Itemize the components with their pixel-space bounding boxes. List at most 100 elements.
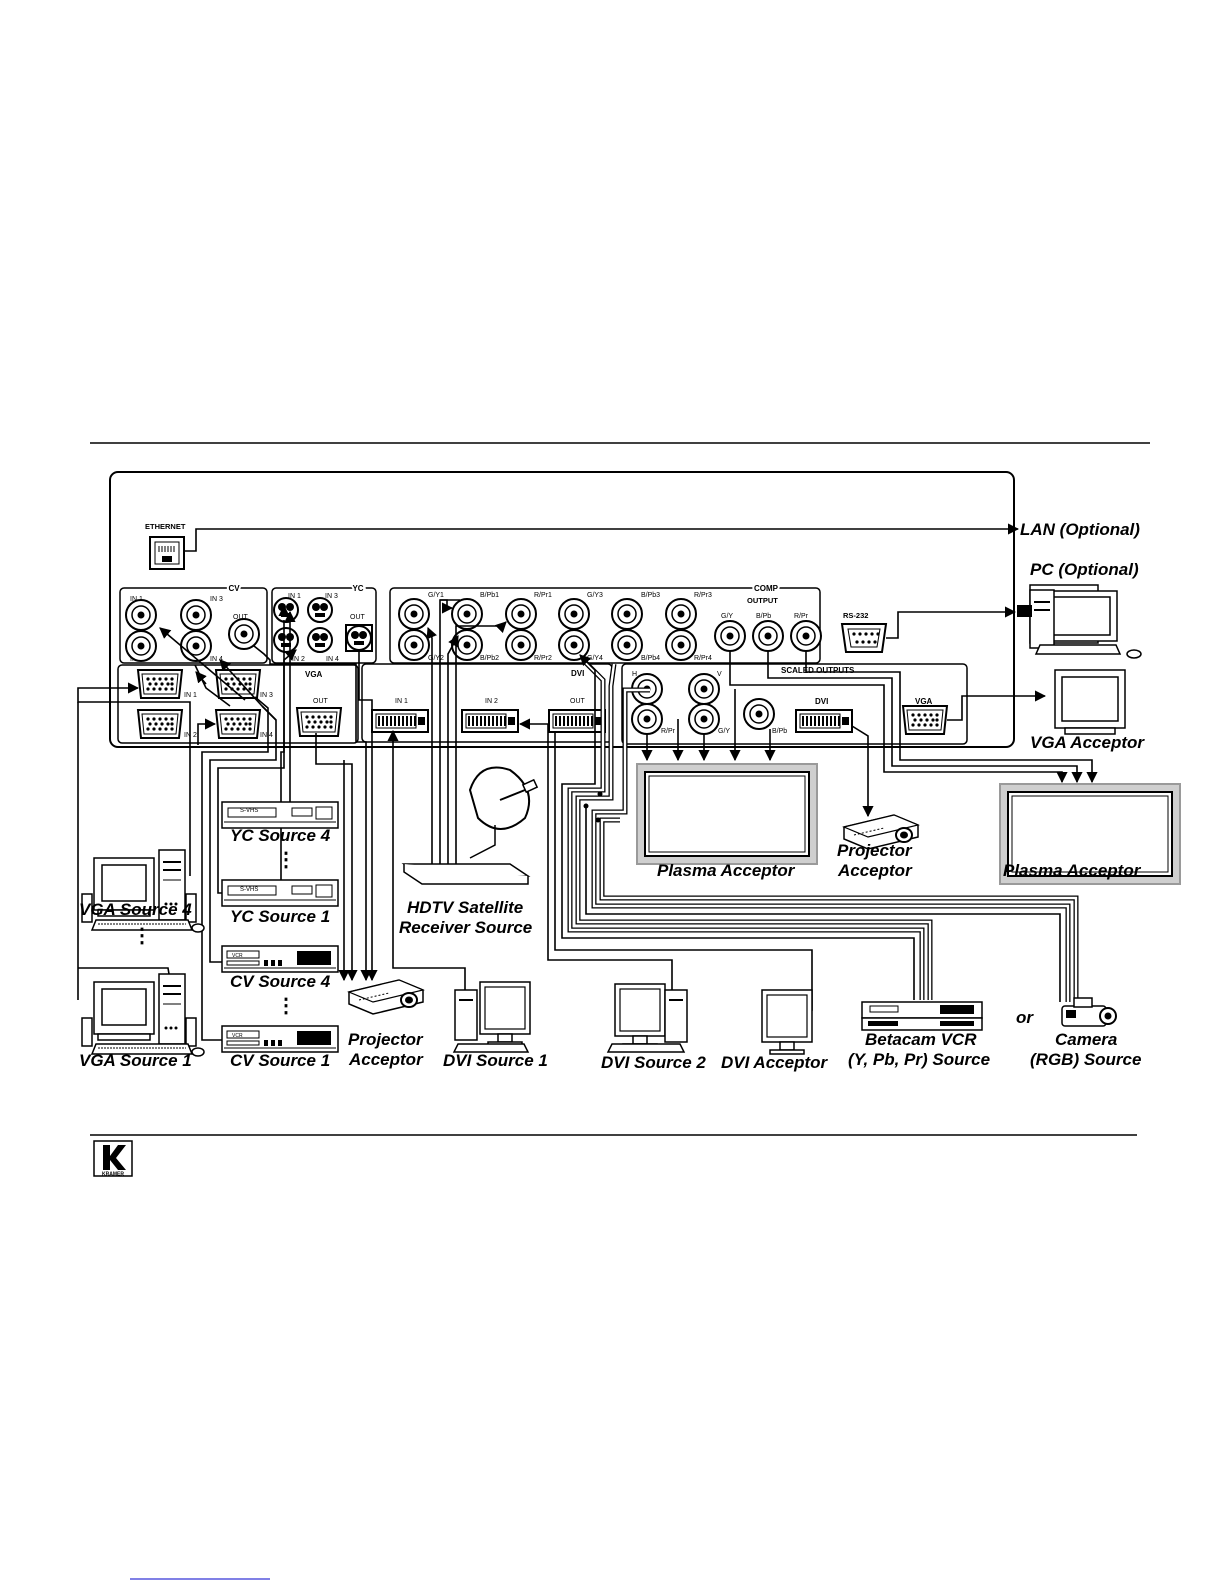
svg-text:ETHERNET: ETHERNET bbox=[145, 522, 186, 531]
cv-input-section: CV IN 1 IN 3 OUT IN 2 IN 4 bbox=[119, 582, 268, 664]
yc-input-section: YC IN 1 IN 3 OUT IN 2 IN 4 bbox=[271, 582, 377, 664]
label-yc-source-4: YC Source 4 bbox=[230, 826, 331, 845]
label-dvi-acceptor: DVI Acceptor bbox=[721, 1053, 829, 1072]
vga-in1-connector bbox=[137, 669, 183, 699]
svg-text:IN 4: IN 4 bbox=[210, 656, 223, 663]
svg-text:YC: YC bbox=[352, 584, 363, 593]
cv-in1-bnc bbox=[125, 599, 157, 631]
ellipsis-cv: ⋮ bbox=[276, 995, 296, 1017]
svg-text:R/Pr2: R/Pr2 bbox=[534, 655, 552, 662]
dvi-out-connector bbox=[548, 709, 606, 733]
svg-text:IN 4: IN 4 bbox=[260, 732, 273, 739]
comp-rpr2-bnc bbox=[505, 629, 537, 661]
label-projector-right-1: Projector bbox=[837, 841, 913, 860]
comp-bpb3-bnc bbox=[611, 598, 643, 630]
label-plasma-acceptor-1: Plasma Acceptor bbox=[657, 861, 796, 880]
svg-text:IN 1: IN 1 bbox=[395, 698, 408, 705]
svg-text:IN 3: IN 3 bbox=[325, 593, 338, 600]
label-vga-acceptor: VGA Acceptor bbox=[1030, 733, 1145, 752]
label-projector-left-1: Projector bbox=[348, 1030, 424, 1049]
svg-text:G/Y3: G/Y3 bbox=[587, 592, 603, 599]
svg-text:R/Pr: R/Pr bbox=[661, 728, 676, 735]
svg-text:OUT: OUT bbox=[233, 614, 249, 621]
svg-text:B/Pb2: B/Pb2 bbox=[480, 655, 499, 662]
label-cv-source-4: CV Source 4 bbox=[230, 972, 331, 991]
scaled-vga-connector bbox=[902, 705, 948, 735]
yc-source-1-vcr: S-VHS bbox=[221, 879, 339, 907]
kramer-logo: KRAMER bbox=[93, 1140, 133, 1178]
svg-text:IN 2: IN 2 bbox=[485, 698, 498, 705]
svg-text:VGA: VGA bbox=[915, 697, 933, 706]
scaled-gy-bnc bbox=[688, 703, 720, 735]
svg-text:B/Pb: B/Pb bbox=[772, 728, 787, 735]
label-hdtv-1: HDTV Satellite bbox=[407, 898, 523, 917]
svg-text:B/Pb1: B/Pb1 bbox=[480, 592, 499, 599]
svg-text:R/Pr: R/Pr bbox=[794, 613, 809, 620]
svg-text:IN 3: IN 3 bbox=[210, 596, 223, 603]
cv-in2-bnc bbox=[125, 630, 157, 662]
dvi-in2-connector bbox=[461, 709, 519, 733]
comp-rpr1-bnc bbox=[505, 598, 537, 630]
comp-out-rpr-bnc bbox=[790, 620, 822, 652]
svg-text:VCR: VCR bbox=[232, 953, 243, 959]
label-camera-2: (RGB) Source bbox=[1030, 1050, 1141, 1069]
label-yc-source-1: YC Source 1 bbox=[230, 907, 330, 926]
svg-text:G/Y: G/Y bbox=[721, 613, 733, 620]
svg-text:COMP: COMP bbox=[754, 584, 779, 593]
svg-text:G/Y: G/Y bbox=[718, 728, 730, 735]
vga-input-section: VGA IN 1 IN 3 IN 2 IN 4 OUT bbox=[117, 664, 359, 744]
label-hdtv-2: Receiver Source bbox=[399, 918, 532, 937]
svg-text:OUT: OUT bbox=[313, 698, 329, 705]
dvi-in1-connector bbox=[371, 709, 429, 733]
comp-rpr4-bnc bbox=[665, 629, 697, 661]
logo-text: KRAMER bbox=[102, 1172, 124, 1178]
comp-gy3-bnc bbox=[558, 598, 590, 630]
dvi-input-section: DVI IN 1 IN 2 OUT bbox=[361, 663, 613, 743]
label-vga-source-1: VGA Source 1 bbox=[79, 1051, 192, 1070]
yc-source-4-vcr: S-VHS bbox=[221, 801, 339, 829]
svg-text:R/Pr3: R/Pr3 bbox=[694, 592, 712, 599]
yc-in3-svideo bbox=[307, 597, 333, 623]
plasma-acceptor-1 bbox=[636, 763, 818, 865]
label-projector-right-2: Acceptor bbox=[837, 861, 913, 880]
svg-text:B/Pb3: B/Pb3 bbox=[641, 592, 660, 599]
svg-text:R/Pr1: R/Pr1 bbox=[534, 592, 552, 599]
svg-text:B/Pb4: B/Pb4 bbox=[641, 655, 660, 662]
svg-text:IN 1: IN 1 bbox=[288, 593, 301, 600]
hdtv-satellite-receiver bbox=[401, 766, 539, 885]
vga-in4-connector bbox=[215, 709, 261, 739]
label-cv-source-1: CV Source 1 bbox=[230, 1051, 330, 1070]
svg-text:G/Y1: G/Y1 bbox=[428, 592, 444, 599]
ellipsis-vga: ⋮ bbox=[132, 925, 152, 947]
cv-source-4-vcr: VCR bbox=[221, 945, 339, 973]
comp-gy4-bnc bbox=[558, 629, 590, 661]
dvi-acceptor-monitor bbox=[761, 989, 813, 1055]
scaled-dvi-connector bbox=[795, 709, 853, 733]
pc-optional bbox=[1017, 584, 1142, 659]
svg-text:CV: CV bbox=[228, 584, 240, 593]
yc-in4-svideo bbox=[307, 627, 333, 653]
scaled-bpb-bnc bbox=[743, 698, 775, 730]
label-pc: PC (Optional) bbox=[1030, 560, 1139, 579]
svg-text:S-VHS: S-VHS bbox=[240, 887, 258, 893]
scaled-v-bnc bbox=[688, 673, 720, 705]
comp-bpb4-bnc bbox=[611, 629, 643, 661]
label-vga-source-4: VGA Source 4 bbox=[79, 900, 192, 919]
cv-in4-bnc bbox=[180, 630, 212, 662]
svg-text:S-VHS: S-VHS bbox=[240, 808, 258, 814]
svg-text:OUT: OUT bbox=[570, 698, 586, 705]
svg-text:VGA: VGA bbox=[305, 670, 323, 679]
comp-gy2-bnc bbox=[398, 629, 430, 661]
cv-source-1-vcr: VCR bbox=[221, 1025, 339, 1053]
svg-text:G/Y2: G/Y2 bbox=[428, 655, 444, 662]
comp-input-section: COMP OUTPUT G/Y1 B/Pb1 R/Pr1 G/Y3 B/Pb3 … bbox=[389, 582, 822, 664]
vga-acceptor-monitor bbox=[1054, 669, 1126, 735]
comp-out-bpb-bnc bbox=[752, 620, 784, 652]
vga-out-connector bbox=[296, 707, 342, 737]
dvi-source-1-computer bbox=[452, 981, 531, 1053]
svg-text:IN 1: IN 1 bbox=[130, 596, 143, 603]
cables bbox=[77, 523, 1098, 1041]
svg-text:V: V bbox=[717, 671, 722, 678]
svg-text:IN 4: IN 4 bbox=[326, 656, 339, 663]
